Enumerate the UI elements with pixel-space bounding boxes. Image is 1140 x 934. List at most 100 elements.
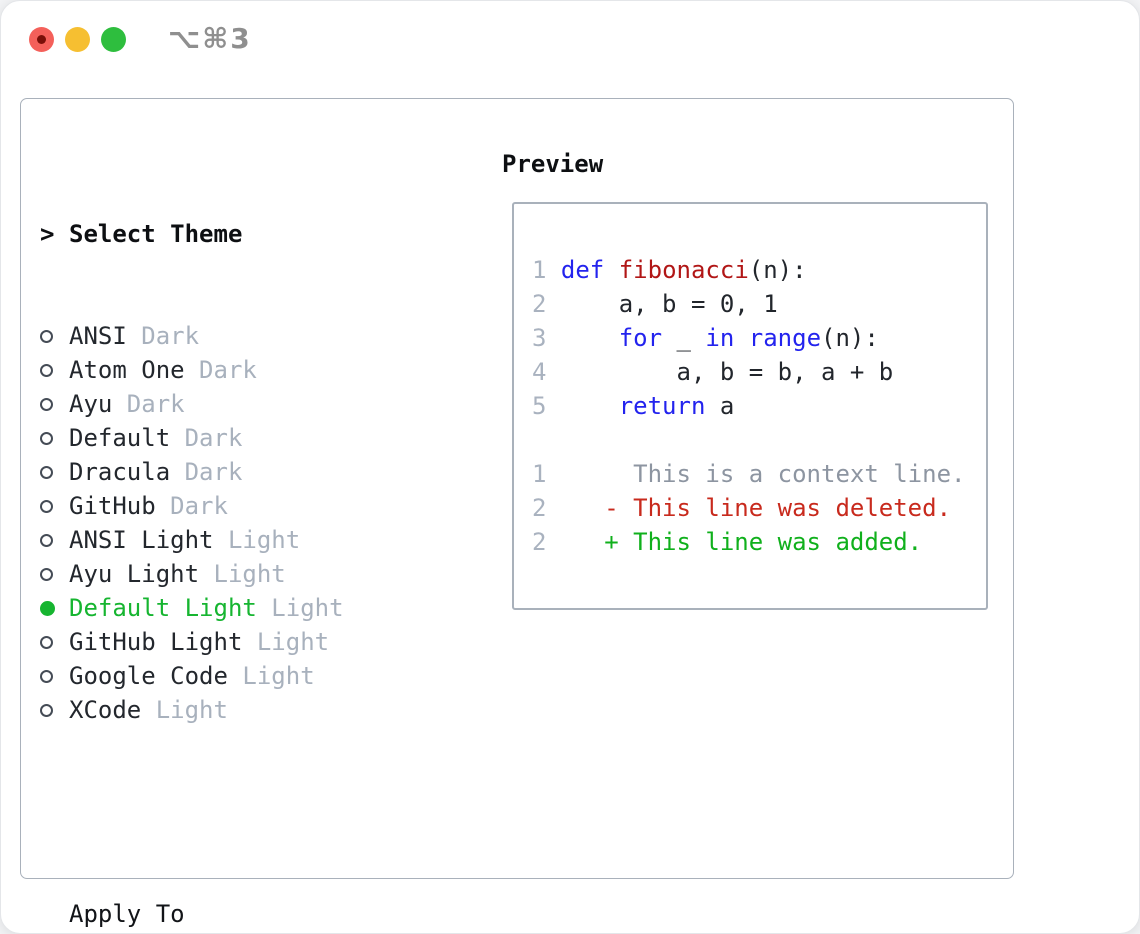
code-token: in [705,324,735,352]
code-token: _ [662,324,706,352]
radio-marker [40,567,69,581]
code-token: a [705,392,735,420]
radio-marker [40,533,69,547]
option-name: ANSI [69,322,127,350]
radio-unselected-icon [40,669,53,683]
option-name: Dracula [69,458,171,486]
radio-unselected-icon [40,329,53,343]
spacer [532,423,986,457]
code-line: 1 def fibonacci(n): [532,253,986,287]
theme-variant: Light [227,662,315,690]
option-name: XCode [69,696,142,724]
code-token: fibonacci [618,256,749,284]
radio-unselected-icon [40,431,53,445]
radio-marker [40,431,69,445]
code-token [561,392,619,420]
radio-marker [40,499,69,513]
theme-option[interactable]: XCode Light [40,693,445,727]
theme-option[interactable]: Atom One Dark [40,353,445,387]
radio-unselected-icon [40,465,53,479]
window-title: ⌥⌘3 [168,22,252,55]
select-theme-header[interactable]: >Select Theme [40,217,445,251]
theme-option[interactable]: GitHub Light Light [40,625,445,659]
theme-option[interactable]: ANSI Light Light [40,523,445,557]
focus-caret-icon: > [40,220,55,248]
diff-text: + This line was added. [546,528,923,556]
radio-marker [40,465,69,479]
option-name: Default Light [69,594,257,622]
code-token: (n): [821,324,879,352]
code-line: 3 for _ in range(n): [532,321,986,355]
title-bar: ⌥⌘3 [1,1,1139,77]
theme-variant: Light [213,526,301,554]
code-token: a, b = b, a + b [560,358,894,386]
radio-marker [40,635,69,649]
line-number: 2 [532,494,547,522]
code-token: range [748,324,822,352]
line-number: 5 [532,392,547,420]
code-token: for [618,324,663,352]
theme-variant: Dark [170,424,243,452]
radio-marker [40,669,69,683]
theme-variant: Dark [170,458,243,486]
diff-preview: 1 This is a context line.2 - This line w… [532,457,986,559]
preview-title: Preview [502,150,604,178]
theme-variant: Dark [155,492,228,520]
option-name: Ayu Light [69,560,200,588]
zoom-button[interactable] [101,27,126,52]
radio-unselected-icon [40,635,53,649]
code-line: 4 a, b = b, a + b [532,355,986,389]
option-name: GitHub [69,492,156,520]
radio-selected-icon [40,600,55,616]
theme-option[interactable]: Google Code Light [40,659,445,693]
option-name: Google Code [69,662,228,690]
radio-unselected-icon [40,567,53,581]
radio-unselected-icon [40,397,53,411]
radio-marker [40,363,69,377]
radio-unselected-icon [40,533,53,547]
code-line: 2 a, b = 0, 1 [532,287,986,321]
diff-line: 2 - This line was deleted. [532,491,986,525]
theme-option[interactable]: Default Dark [40,421,445,455]
line-number: 4 [532,358,547,386]
radio-unselected-icon [40,703,53,717]
theme-option[interactable]: ANSI Dark [40,319,445,353]
line-number: 3 [532,324,547,352]
option-name: ANSI Light [69,526,214,554]
close-button[interactable] [29,27,54,52]
radio-unselected-icon [40,363,53,377]
radio-marker [40,329,69,343]
theme-variant: Dark [112,390,185,418]
theme-option[interactable]: Ayu Light Light [40,557,445,591]
spacer [40,795,445,829]
line-number: 2 [532,290,547,318]
diff-line: 1 This is a context line. [532,457,986,491]
line-number: 1 [532,460,547,488]
diff-text: This is a context line. [546,460,966,488]
theme-option[interactable]: Ayu Dark [40,387,445,421]
theme-option[interactable]: GitHub Dark [40,489,445,523]
apply-to-label: Apply To [69,900,185,928]
theme-variant: Dark [126,322,200,350]
radio-marker [40,703,69,717]
code-line: 5 return a [532,389,986,423]
code-token: def [560,256,605,284]
close-dot-icon [37,35,46,44]
theme-variant: Light [256,594,344,622]
minimize-button[interactable] [65,27,90,52]
theme-option[interactable]: Default Light Light [40,591,445,625]
theme-option[interactable]: Dracula Dark [40,455,445,489]
code-token: return [618,392,706,420]
line-number: 2 [532,528,547,556]
option-name: Ayu [69,390,113,418]
code-token [561,324,619,352]
option-name: Default [69,424,171,452]
theme-variant: Light [141,696,228,724]
theme-variant: Light [199,560,286,588]
theme-variant: Dark [184,356,257,384]
